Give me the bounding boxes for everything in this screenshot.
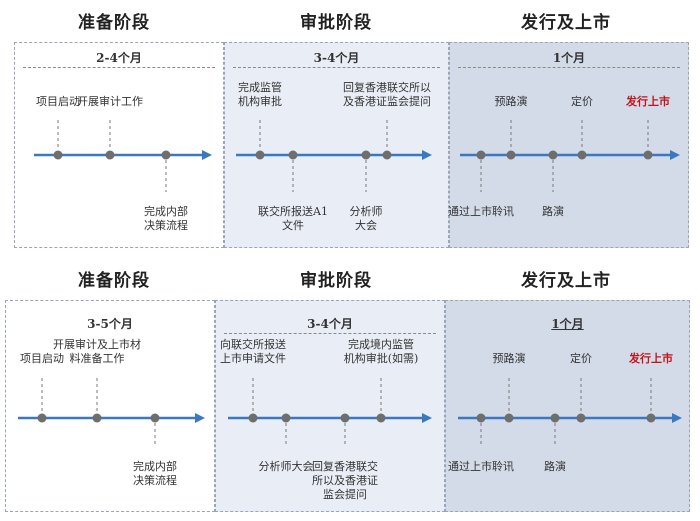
milestone-dot	[476, 413, 486, 423]
milestone-dot	[150, 413, 160, 423]
bottom-panel-listing: 1个月	[445, 300, 690, 512]
milestone-dot	[361, 150, 371, 160]
milestone-dot	[248, 413, 258, 423]
milestone-label: 完成监管 机构审批	[238, 81, 282, 108]
milestone-dot	[646, 413, 656, 423]
timeline-arrow-icon	[672, 413, 682, 423]
top-panel-listing: 1个月	[449, 42, 689, 248]
milestone-label: 向联交所报送 上市申请文件	[220, 338, 286, 365]
bottom-phase-title-listing: 发行及上市	[521, 271, 611, 291]
top-phase-title-prep: 准备阶段	[78, 13, 150, 33]
timeline-arrow-icon	[422, 150, 432, 160]
milestone-dot	[577, 150, 587, 160]
milestone-dot	[340, 413, 350, 423]
bottom-phase-title-prep: 准备阶段	[78, 271, 150, 291]
milestone-dot	[576, 413, 586, 423]
milestone-label: 完成内部 决策流程	[144, 205, 188, 232]
milestone-dot	[506, 150, 516, 160]
milestone-dot	[376, 413, 386, 423]
milestone-dot	[643, 150, 653, 160]
milestone-dot	[92, 413, 102, 423]
milestone-label: 联交所报送A1 文件	[258, 205, 328, 232]
top-panel-approval: 3-4个月	[224, 42, 449, 248]
timeline-arrow-icon	[422, 413, 432, 423]
milestone-dot	[548, 150, 558, 160]
top-panel-prep: 2-4个月	[14, 42, 224, 248]
milestone-label: 项目启动	[36, 95, 80, 108]
top-phase-title-listing: 发行及上市	[521, 13, 611, 33]
duration-divider	[233, 67, 440, 68]
bottom-panel-prep: 3-5个月	[5, 300, 215, 512]
milestone-label: 通过上市聆讯	[448, 205, 514, 218]
duration-divider	[23, 67, 215, 68]
bottom-duration-listing: 1个月	[551, 317, 584, 331]
top-phase-title-approval: 审批阶段	[300, 13, 372, 33]
top-duration-listing: 1个月	[552, 51, 586, 65]
milestone-dot	[37, 413, 47, 423]
milestone-dot	[255, 150, 265, 160]
milestone-label: 发行上市	[629, 352, 673, 365]
milestone-label: 开展审计及上市材 料准备工作	[53, 338, 141, 365]
milestone-label: 发行上市	[626, 95, 670, 108]
milestone-dot	[288, 150, 298, 160]
milestone-label: 预路演	[494, 95, 528, 108]
milestone-label: 项目启动	[20, 352, 64, 365]
milestone-label: 开展审计工作	[77, 95, 143, 108]
milestone-label: 完成境内监管 机构审批(如需)	[343, 338, 419, 365]
milestone-dot	[105, 150, 115, 160]
milestone-label: 定价	[571, 95, 593, 108]
milestone-label: 分析师大会	[258, 460, 314, 473]
milestone-dot	[161, 150, 171, 160]
duration-divider	[458, 67, 680, 68]
timeline-arrow-icon	[195, 413, 205, 423]
milestone-label: 预路演	[492, 352, 526, 365]
milestone-dot	[53, 150, 63, 160]
milestone-label: 分析师 大会	[349, 205, 383, 232]
timeline-arrow-icon	[202, 150, 212, 160]
milestone-label: 通过上市聆讯	[448, 460, 514, 473]
milestone-dot	[281, 413, 291, 423]
bottom-phase-title-approval: 审批阶段	[300, 271, 372, 291]
duration-divider	[224, 333, 436, 334]
top-duration-prep: 2-4个月	[96, 51, 142, 65]
bottom-duration-prep: 3-5个月	[87, 317, 133, 331]
milestone-dot	[476, 150, 486, 160]
milestone-label: 回复香港联交 所以及香港证 监会提问	[312, 460, 378, 501]
bottom-duration-approval: 3-4个月	[307, 317, 353, 331]
milestone-label: 路演	[544, 460, 566, 473]
milestone-dot	[504, 413, 514, 423]
bottom-panel-approval: 3-4个月	[215, 300, 445, 512]
timeline-arrow-icon	[670, 150, 680, 160]
milestone-dot	[382, 150, 392, 160]
milestone-label: 完成内部 决策流程	[133, 460, 177, 487]
milestone-dot	[550, 413, 560, 423]
milestone-label: 路演	[542, 205, 564, 218]
top-duration-approval: 3-4个月	[313, 51, 360, 65]
milestone-label: 定价	[570, 352, 592, 365]
milestone-label: 回复香港联交所以 及香港证监会提问	[343, 81, 431, 108]
